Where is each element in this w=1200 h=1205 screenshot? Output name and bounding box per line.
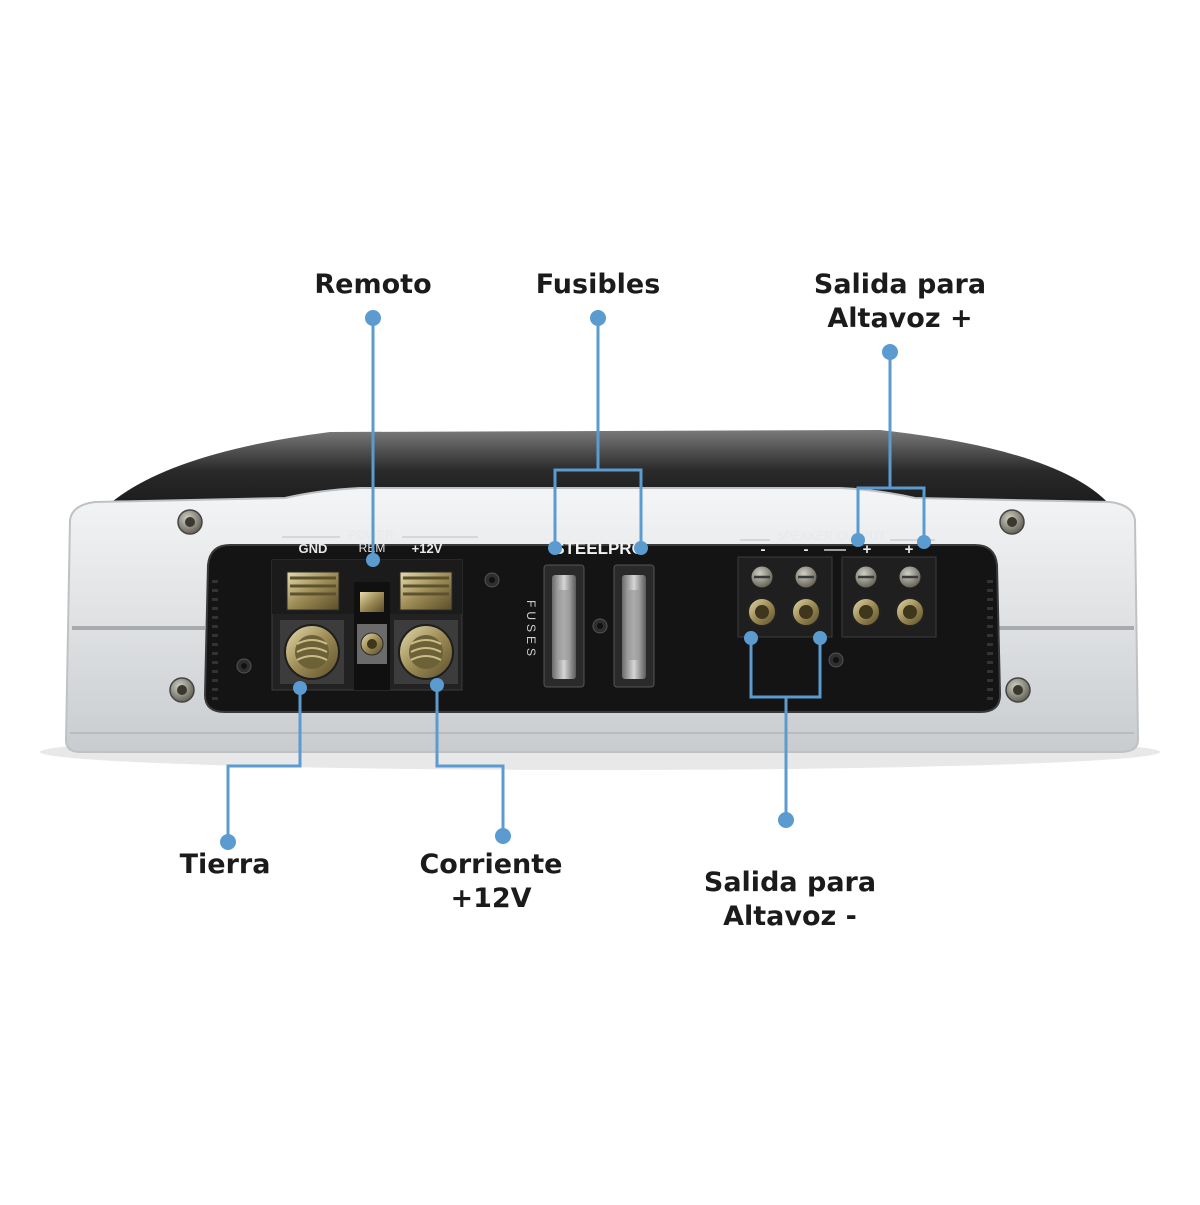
callout-fusibles: Fusibles	[523, 268, 673, 302]
speaker-terminal-block-positive	[841, 556, 937, 638]
callout-salida-positiva: Salida para Altavoz +	[800, 268, 1000, 336]
callout-fusibles-text: Fusibles	[535, 269, 661, 300]
corner-screw	[169, 677, 195, 703]
label-power: POWER	[348, 528, 394, 542]
label-fuses: FUSES	[524, 600, 538, 660]
panel-screw	[828, 652, 844, 668]
callout-remoto-text: Remoto	[314, 269, 432, 300]
callout-corriente-line2: +12V	[450, 883, 532, 914]
callout-salida-negativa-line1: Salida para	[703, 867, 877, 898]
corner-screw	[177, 509, 203, 535]
callout-salida-positiva-line1: Salida para	[813, 269, 987, 300]
label-plus12v: +12V	[412, 541, 443, 556]
label-minus-2: -	[804, 541, 809, 558]
leader-dot	[590, 310, 606, 326]
leader-dot	[744, 631, 758, 645]
fuse	[613, 564, 655, 688]
callout-salida-negativa: Salida para Altavoz -	[690, 866, 890, 934]
leader-corriente	[435, 685, 505, 836]
leader-dot	[851, 533, 865, 547]
callout-tierra: Tierra	[160, 848, 290, 882]
leader-tierra	[226, 688, 302, 842]
corner-screw	[999, 509, 1025, 535]
leader-lines	[226, 318, 926, 842]
leader-dot	[495, 828, 511, 844]
callout-corriente: Corriente +12V	[406, 848, 576, 916]
leader-dot	[293, 681, 307, 695]
leader-dot	[365, 310, 381, 326]
leader-dot	[366, 553, 380, 567]
fuse	[543, 564, 585, 688]
leader-dots	[220, 310, 931, 850]
label-plus-2: +	[905, 541, 914, 558]
brand-logo: STEELPRO	[553, 539, 645, 558]
callout-corriente-line1: Corriente	[419, 849, 563, 880]
leader-dot	[430, 678, 444, 692]
panel-screw	[592, 618, 608, 634]
leader-salida-positiva	[856, 352, 926, 542]
callout-salida-positiva-line2: Altavoz +	[827, 303, 973, 334]
panel-screw	[236, 658, 252, 674]
leader-dot	[813, 631, 827, 645]
corner-screw	[1005, 677, 1031, 703]
power-terminal-block	[271, 559, 463, 691]
speaker-terminal-block-negative	[737, 556, 833, 638]
leader-dot	[548, 541, 562, 555]
callout-tierra-text: Tierra	[179, 849, 271, 880]
leader-dot	[917, 535, 931, 549]
label-gnd: GND	[299, 541, 328, 556]
leader-dot	[778, 812, 794, 828]
leader-salida-negativa	[749, 638, 822, 820]
panel-screw	[484, 572, 500, 588]
leader-dot	[220, 834, 236, 850]
label-minus-1: -	[761, 541, 766, 558]
leader-fusibles	[553, 318, 643, 548]
callout-remoto: Remoto	[303, 268, 443, 302]
callout-salida-negativa-line2: Altavoz -	[723, 901, 857, 932]
leader-dot	[634, 541, 648, 555]
leader-dot	[882, 344, 898, 360]
label-plus-1: +	[863, 541, 872, 558]
